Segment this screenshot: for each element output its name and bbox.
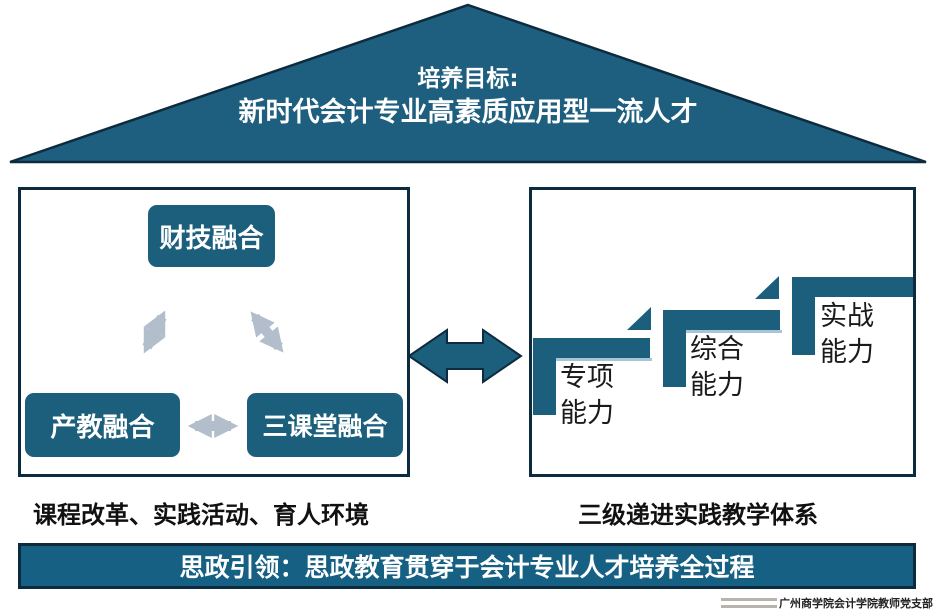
right-panel-caption: 三级递进实践教学体系: [578, 501, 818, 529]
fusion-node-sanketang: 三课堂融合: [247, 393, 403, 457]
step3-label: 实战能力: [820, 299, 874, 371]
step3-line2: 能力: [820, 337, 874, 368]
step2-label: 综合能力: [690, 332, 744, 404]
fusion-node-caiji: 财技融合: [148, 205, 275, 267]
left-panel-caption: 课程改革、实践活动、育人环境: [33, 501, 369, 529]
step3-line1: 实战: [820, 301, 874, 332]
step1-label: 专项能力: [560, 360, 614, 432]
roof-title: 培养目标: 新时代会计专业高素质应用型一流人才: [0, 64, 936, 131]
roof-triangle: [9, 3, 927, 164]
watermark-seal-icon: [721, 598, 777, 608]
step1-line2: 能力: [560, 398, 614, 429]
roof-title-line1: 培养目标:: [417, 66, 519, 92]
roof-title-line2: 新时代会计专业高素质应用型一流人才: [238, 97, 698, 129]
fusion-link-arrow-right: [250, 311, 284, 353]
step-up-triangle-1: [627, 307, 651, 330]
ideology-banner: 思政引领：思政教育贯穿于会计专业人才培养全过程: [18, 543, 916, 589]
step2-highlight: [686, 330, 782, 333]
ideology-banner-text: 思政引领：思政教育贯穿于会计专业人才培养全过程: [179, 553, 755, 582]
watermark-text: 广州商学院会计学院教师党支部: [779, 597, 933, 610]
fusion-node-label: 财技融合: [159, 223, 264, 254]
fusion-link-arrow-left: [142, 310, 167, 354]
watermark: 广州商学院会计学院教师党支部: [721, 595, 933, 610]
step1-horizontal-bar: [533, 338, 650, 358]
step2-line1: 综合: [690, 334, 744, 365]
fusion-node-label: 三课堂融合: [262, 412, 388, 441]
step2-horizontal-bar: [663, 310, 780, 330]
step-up-triangle-2: [755, 276, 779, 299]
step1-line1: 专项: [560, 362, 614, 393]
fusion-node-chanjiao: 产教融合: [25, 393, 180, 457]
step3-horizontal-bar: [792, 277, 913, 297]
panels-link-arrow: [407, 328, 523, 384]
step2-line2: 能力: [690, 370, 744, 401]
step1-highlight: [556, 358, 652, 361]
fusion-node-label: 产教融合: [50, 412, 155, 443]
